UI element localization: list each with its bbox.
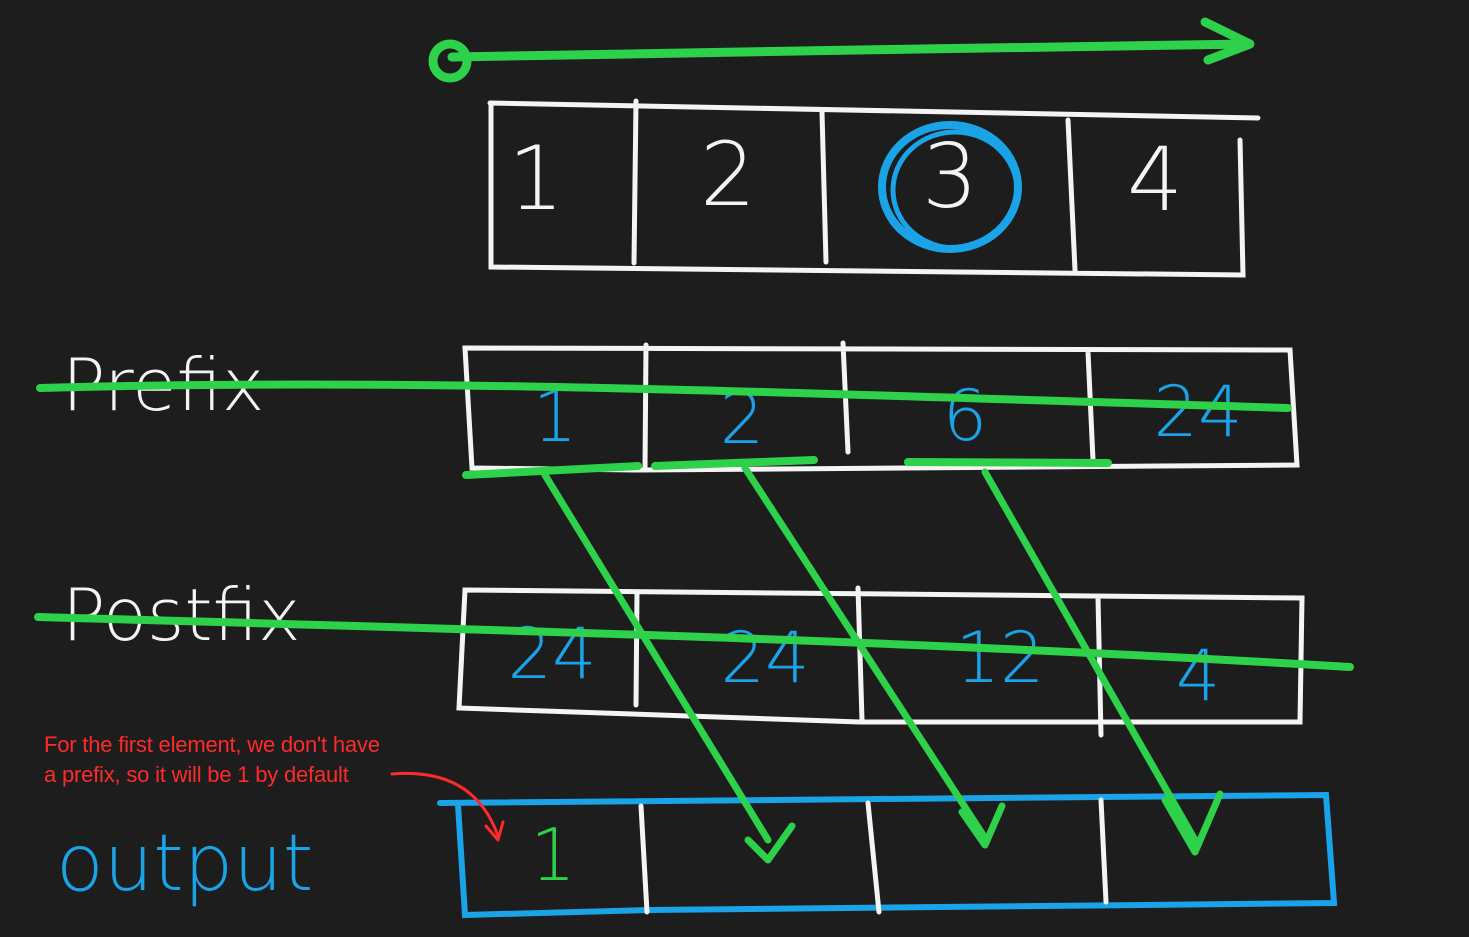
output-array <box>437 791 1338 919</box>
multiply-arrow-3 <box>981 468 1224 856</box>
postfix-value-3: 12 <box>955 617 1044 699</box>
postfix-value-2: 24 <box>720 617 809 699</box>
note-line-1: For the first element, we don't have <box>44 732 380 757</box>
input-value-4: 4 <box>1127 128 1183 231</box>
prefix-strike <box>36 380 1292 412</box>
output-dividers <box>638 797 1109 915</box>
postfix-value-4: 4 <box>1176 635 1221 717</box>
note-line-2: a prefix, so it will be 1 by default <box>44 762 349 787</box>
input-array <box>487 98 1261 278</box>
output-values: 1 <box>530 813 576 897</box>
prefix-underline-1 <box>462 462 642 479</box>
arrow-head <box>1200 17 1255 65</box>
input-value-2: 2 <box>700 123 756 226</box>
prefix-values: 1 2 6 24 <box>533 371 1243 460</box>
postfix-values: 24 24 12 4 <box>507 613 1220 717</box>
postfix-array <box>456 585 1305 738</box>
input-value-3: 3 <box>922 125 978 228</box>
output-value-1: 1 <box>530 813 576 897</box>
output-label: output <box>56 819 313 909</box>
green-annotations <box>34 380 1354 671</box>
prefix-underline-2 <box>651 456 818 470</box>
input-values: 1 2 3 4 <box>508 123 1183 231</box>
postfix-strike <box>34 613 1354 671</box>
postfix-value-1: 24 <box>507 613 596 695</box>
prefix-array <box>462 340 1300 473</box>
prefix-underline-3 <box>904 458 1112 467</box>
prefix-value-4: 24 <box>1153 371 1242 453</box>
prefix-value-3: 6 <box>943 375 988 457</box>
multiply-arrow-1 <box>541 471 796 864</box>
note-pointer-arrow <box>390 771 505 842</box>
direction-arrow <box>428 17 1255 83</box>
arrow-shaft <box>447 39 1253 62</box>
multiply-arrows <box>541 464 1224 864</box>
input-value-1: 1 <box>508 127 564 230</box>
highlight-circle <box>878 121 1022 253</box>
note-callout: For the first element, we don't have a p… <box>44 730 444 790</box>
multiply-arrow-2 <box>741 464 1006 849</box>
